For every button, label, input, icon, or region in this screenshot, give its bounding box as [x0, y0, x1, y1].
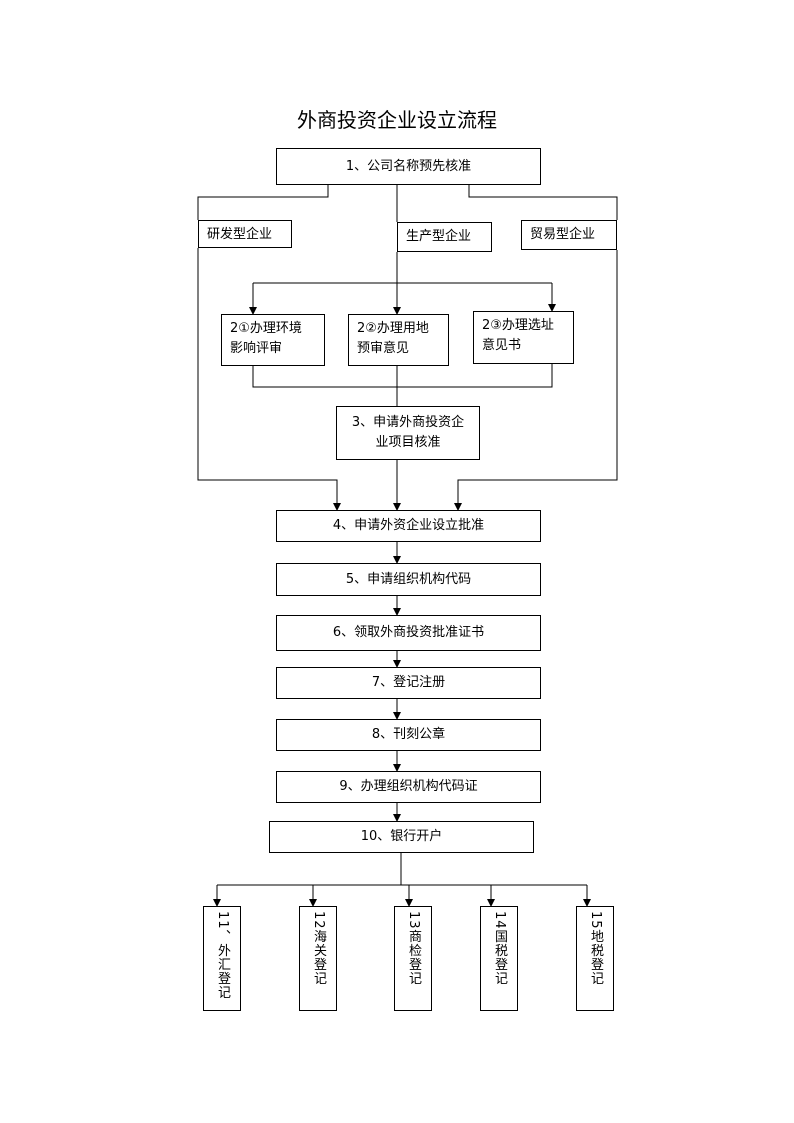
- step-5-org-code-application: 5、申请组织机构代码: [276, 563, 541, 596]
- step-1-name-approval: 1、公司名称预先核准: [276, 148, 541, 185]
- step-10-label: 10、银行开户: [360, 829, 443, 844]
- step-9-org-code-certificate: 9、办理组织机构代码证: [276, 771, 541, 803]
- step-4-label: 4、申请外资企业设立批准: [332, 518, 485, 533]
- step-11-forex-registration: 11、外汇登记: [203, 906, 241, 1011]
- connector-s1-trade: [468, 185, 618, 220]
- step-2c-line-2: 意见书: [482, 338, 522, 353]
- branch-trade-enterprise: 贸易型企业: [521, 220, 617, 250]
- step-3-line-1: 3、申请外商投资企: [351, 415, 465, 430]
- step-8-seal-engraving: 8、刊刻公章: [276, 719, 541, 751]
- step-9-label: 9、办理组织机构代码证: [339, 779, 478, 794]
- step-4-establishment-approval: 4、申请外资企业设立批准: [276, 510, 541, 542]
- step-15-local-tax-registration: 15地税登记: [576, 906, 614, 1011]
- step-7-label: 7、登记注册: [371, 675, 446, 690]
- step-2b-land-pre-review: 2②办理用地 预审意见: [348, 314, 449, 366]
- step-6-label: 6、领取外商投资批准证书: [332, 625, 485, 640]
- step-2b-line-1: 2②办理用地: [357, 321, 429, 336]
- branch-production-enterprise: 生产型企业: [397, 222, 492, 252]
- step-13-inspection-registration: 13商检登记: [394, 906, 432, 1011]
- branch-rd-label: 研发型企业: [207, 227, 273, 242]
- step-12-customs-registration: 12海关登记: [299, 906, 337, 1011]
- connector-rd-down: [197, 248, 341, 511]
- branch-production-label: 生产型企业: [406, 229, 472, 244]
- step-1-label: 1、公司名称预先核准: [345, 158, 472, 174]
- step-11-label: 11、外汇登记: [215, 911, 230, 1000]
- step-2b-line-2: 预审意见: [357, 341, 410, 356]
- branch-rd-enterprise: 研发型企业: [198, 220, 292, 248]
- step-8-label: 8、刊刻公章: [371, 727, 446, 742]
- connector-s2a-merge: [252, 364, 553, 388]
- step-5-label: 5、申请组织机构代码: [345, 571, 472, 587]
- connector-trade-down: [454, 250, 618, 511]
- step-2a-environment-review: 2①办理环境 影响评审: [221, 314, 325, 366]
- step-15-label: 15地税登记: [588, 911, 603, 986]
- connector-s1-rd: [197, 185, 329, 220]
- step-10-bank-account: 10、银行开户: [269, 821, 534, 853]
- step-2a-line-2: 影响评审: [230, 341, 283, 356]
- step-13-label: 13商检登记: [406, 911, 421, 986]
- step-2c-site-selection: 2③办理选址 意见书: [473, 311, 574, 364]
- step-3-line-2: 业项目核准: [375, 435, 441, 450]
- step-14-national-tax-registration: 14国税登记: [480, 906, 518, 1011]
- step-12-label: 12海关登记: [311, 911, 326, 986]
- step-2a-line-1: 2①办理环境: [230, 321, 302, 336]
- diagram-title: 外商投资企业设立流程: [297, 108, 497, 132]
- step-6-approval-certificate: 6、领取外商投资批准证书: [276, 615, 541, 651]
- step-2c-line-1: 2③办理选址: [482, 318, 554, 333]
- step-14-label: 14国税登记: [492, 911, 507, 986]
- step-3-project-approval: 3、申请外商投资企 业项目核准: [336, 406, 480, 460]
- step-7-registration: 7、登记注册: [276, 667, 541, 699]
- branch-trade-label: 贸易型企业: [530, 227, 596, 242]
